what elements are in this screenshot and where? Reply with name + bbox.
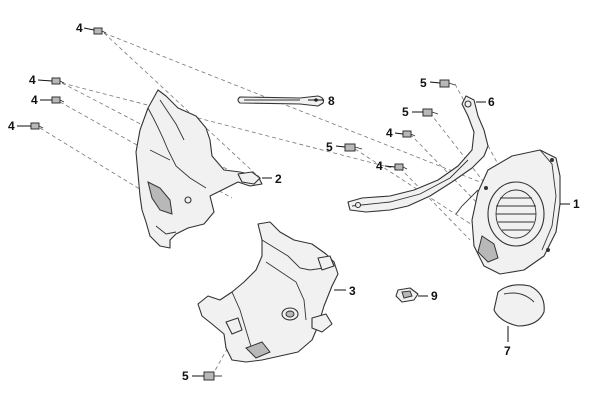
bolts — [30, 27, 456, 381]
bolt-5b — [422, 108, 439, 117]
leader-lines — [17, 27, 570, 377]
part-1-fan-shroud — [455, 149, 561, 275]
bolt-4e — [402, 130, 416, 138]
bolt-5d — [203, 371, 222, 381]
bolt-4c — [51, 96, 65, 104]
bolt-5a — [439, 79, 456, 88]
bolt-4f — [394, 163, 408, 171]
callout-4: 4 — [386, 126, 393, 140]
callout-8: 8 — [328, 94, 335, 108]
callout-2: 2 — [275, 172, 282, 186]
callout-1: 1 — [573, 197, 580, 211]
bolt-4a — [93, 27, 107, 35]
part-6-arm-bracket — [347, 95, 489, 213]
part-2-upper-cover — [135, 89, 263, 249]
callout-4: 4 — [31, 93, 38, 107]
callout-5: 5 — [420, 76, 427, 90]
callout-4: 4 — [8, 119, 15, 133]
part-9-clip — [395, 287, 419, 303]
part-7-round-cap — [493, 284, 545, 327]
bolt-5c — [344, 143, 363, 152]
callout-4: 4 — [76, 21, 83, 35]
callout-7: 7 — [504, 344, 511, 358]
callout-4: 4 — [29, 73, 36, 87]
callout-6: 6 — [488, 95, 495, 109]
callout-9: 9 — [431, 289, 438, 303]
callout-4: 4 — [376, 159, 383, 173]
callout-5: 5 — [402, 105, 409, 119]
part-8-strip — [237, 95, 324, 107]
callout-labels: 4 4 4 4 8 2 3 1 6 5 5 4 5 4 5 9 7 — [8, 21, 580, 383]
bolt-4d — [30, 122, 44, 130]
callout-3: 3 — [349, 284, 356, 298]
callout-5: 5 — [326, 140, 333, 154]
part-3-lower-cover — [197, 221, 339, 363]
callout-5: 5 — [182, 369, 189, 383]
